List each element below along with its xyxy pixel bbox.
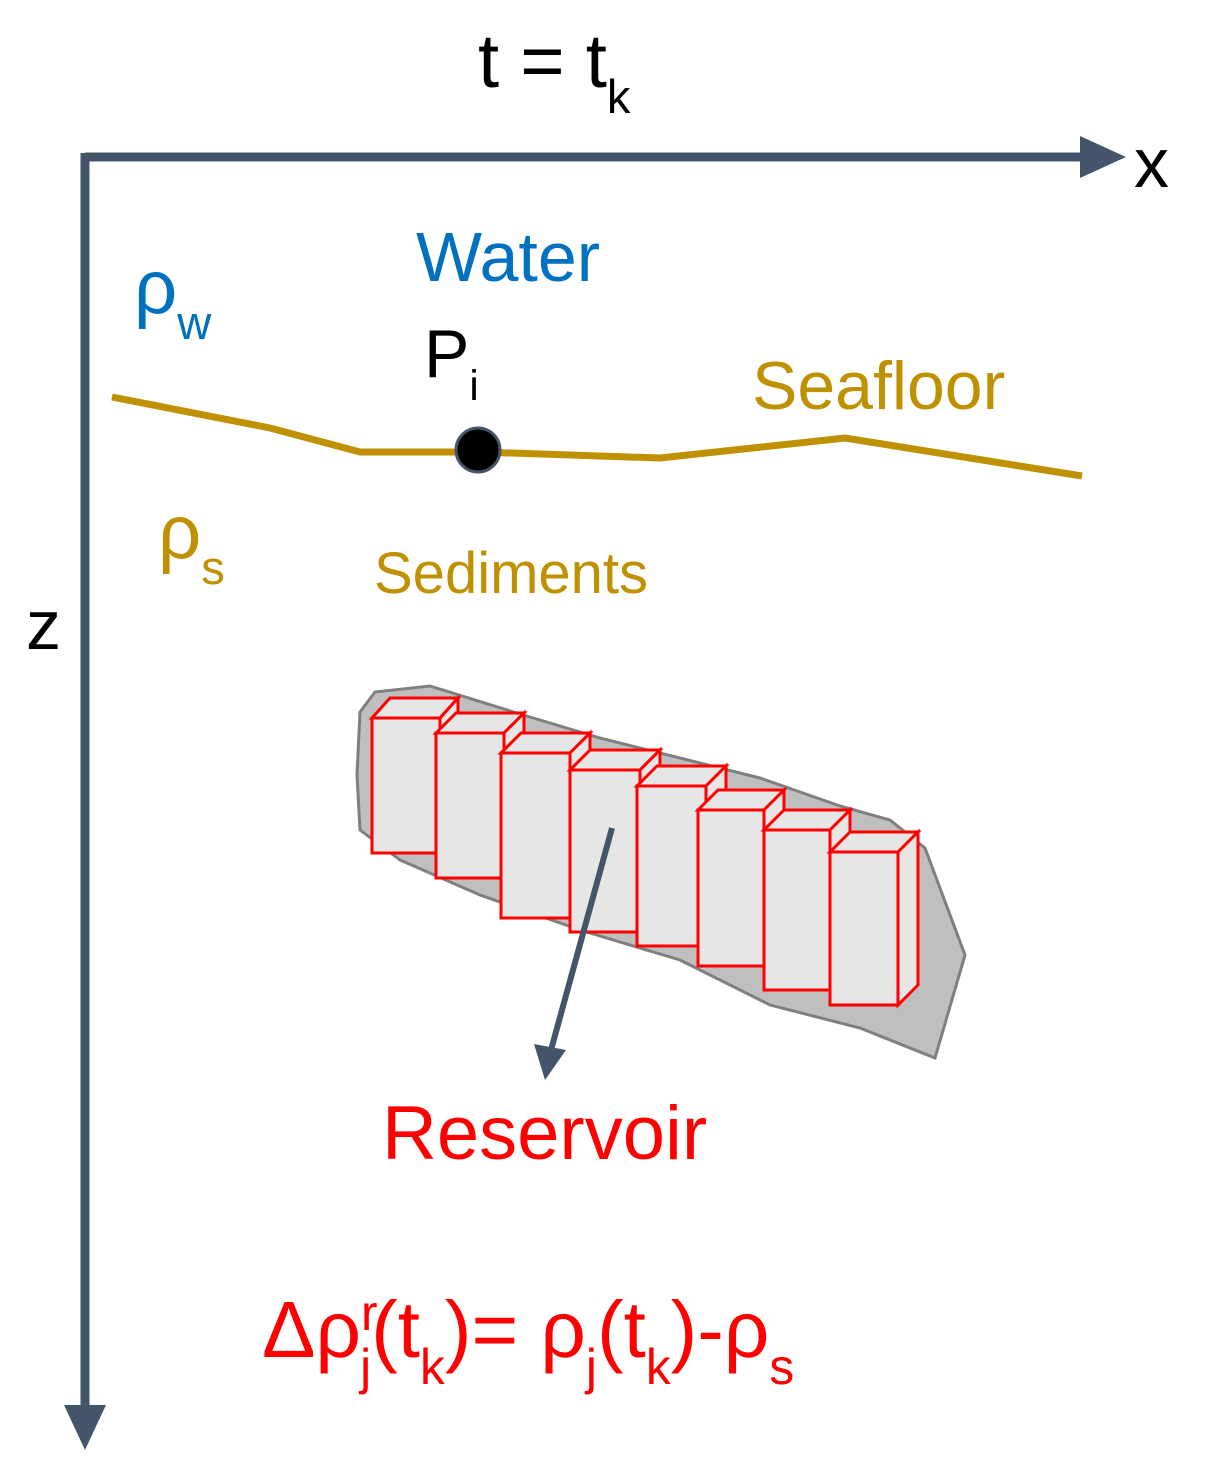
- sediments-label: Sediments: [374, 541, 649, 606]
- seafloor-label: Seafloor: [752, 348, 1006, 424]
- x-axis-arrowhead: [1080, 136, 1126, 178]
- z-axis-arrowhead: [64, 1405, 106, 1450]
- water-label: Water: [416, 218, 601, 296]
- z-axis-label: z: [26, 586, 61, 664]
- x-axis-label: x: [1134, 124, 1169, 202]
- reservoir-pointer-line: [548, 827, 615, 1051]
- sediments-density-label: ρs: [158, 490, 225, 594]
- reservoir-label: Reservoir: [382, 1091, 708, 1176]
- point-pi-marker: [454, 426, 502, 474]
- reservoir-pointer-arrowhead: [534, 1044, 566, 1080]
- block-8: [826, 828, 922, 1009]
- water-density-label: ρw: [134, 245, 212, 349]
- density-change-equation: Δρrj(tk)= ρj(tk)-ρs: [262, 1284, 795, 1396]
- diagram-title: t = tk: [478, 19, 631, 123]
- point-pi-label: Pi: [424, 316, 479, 410]
